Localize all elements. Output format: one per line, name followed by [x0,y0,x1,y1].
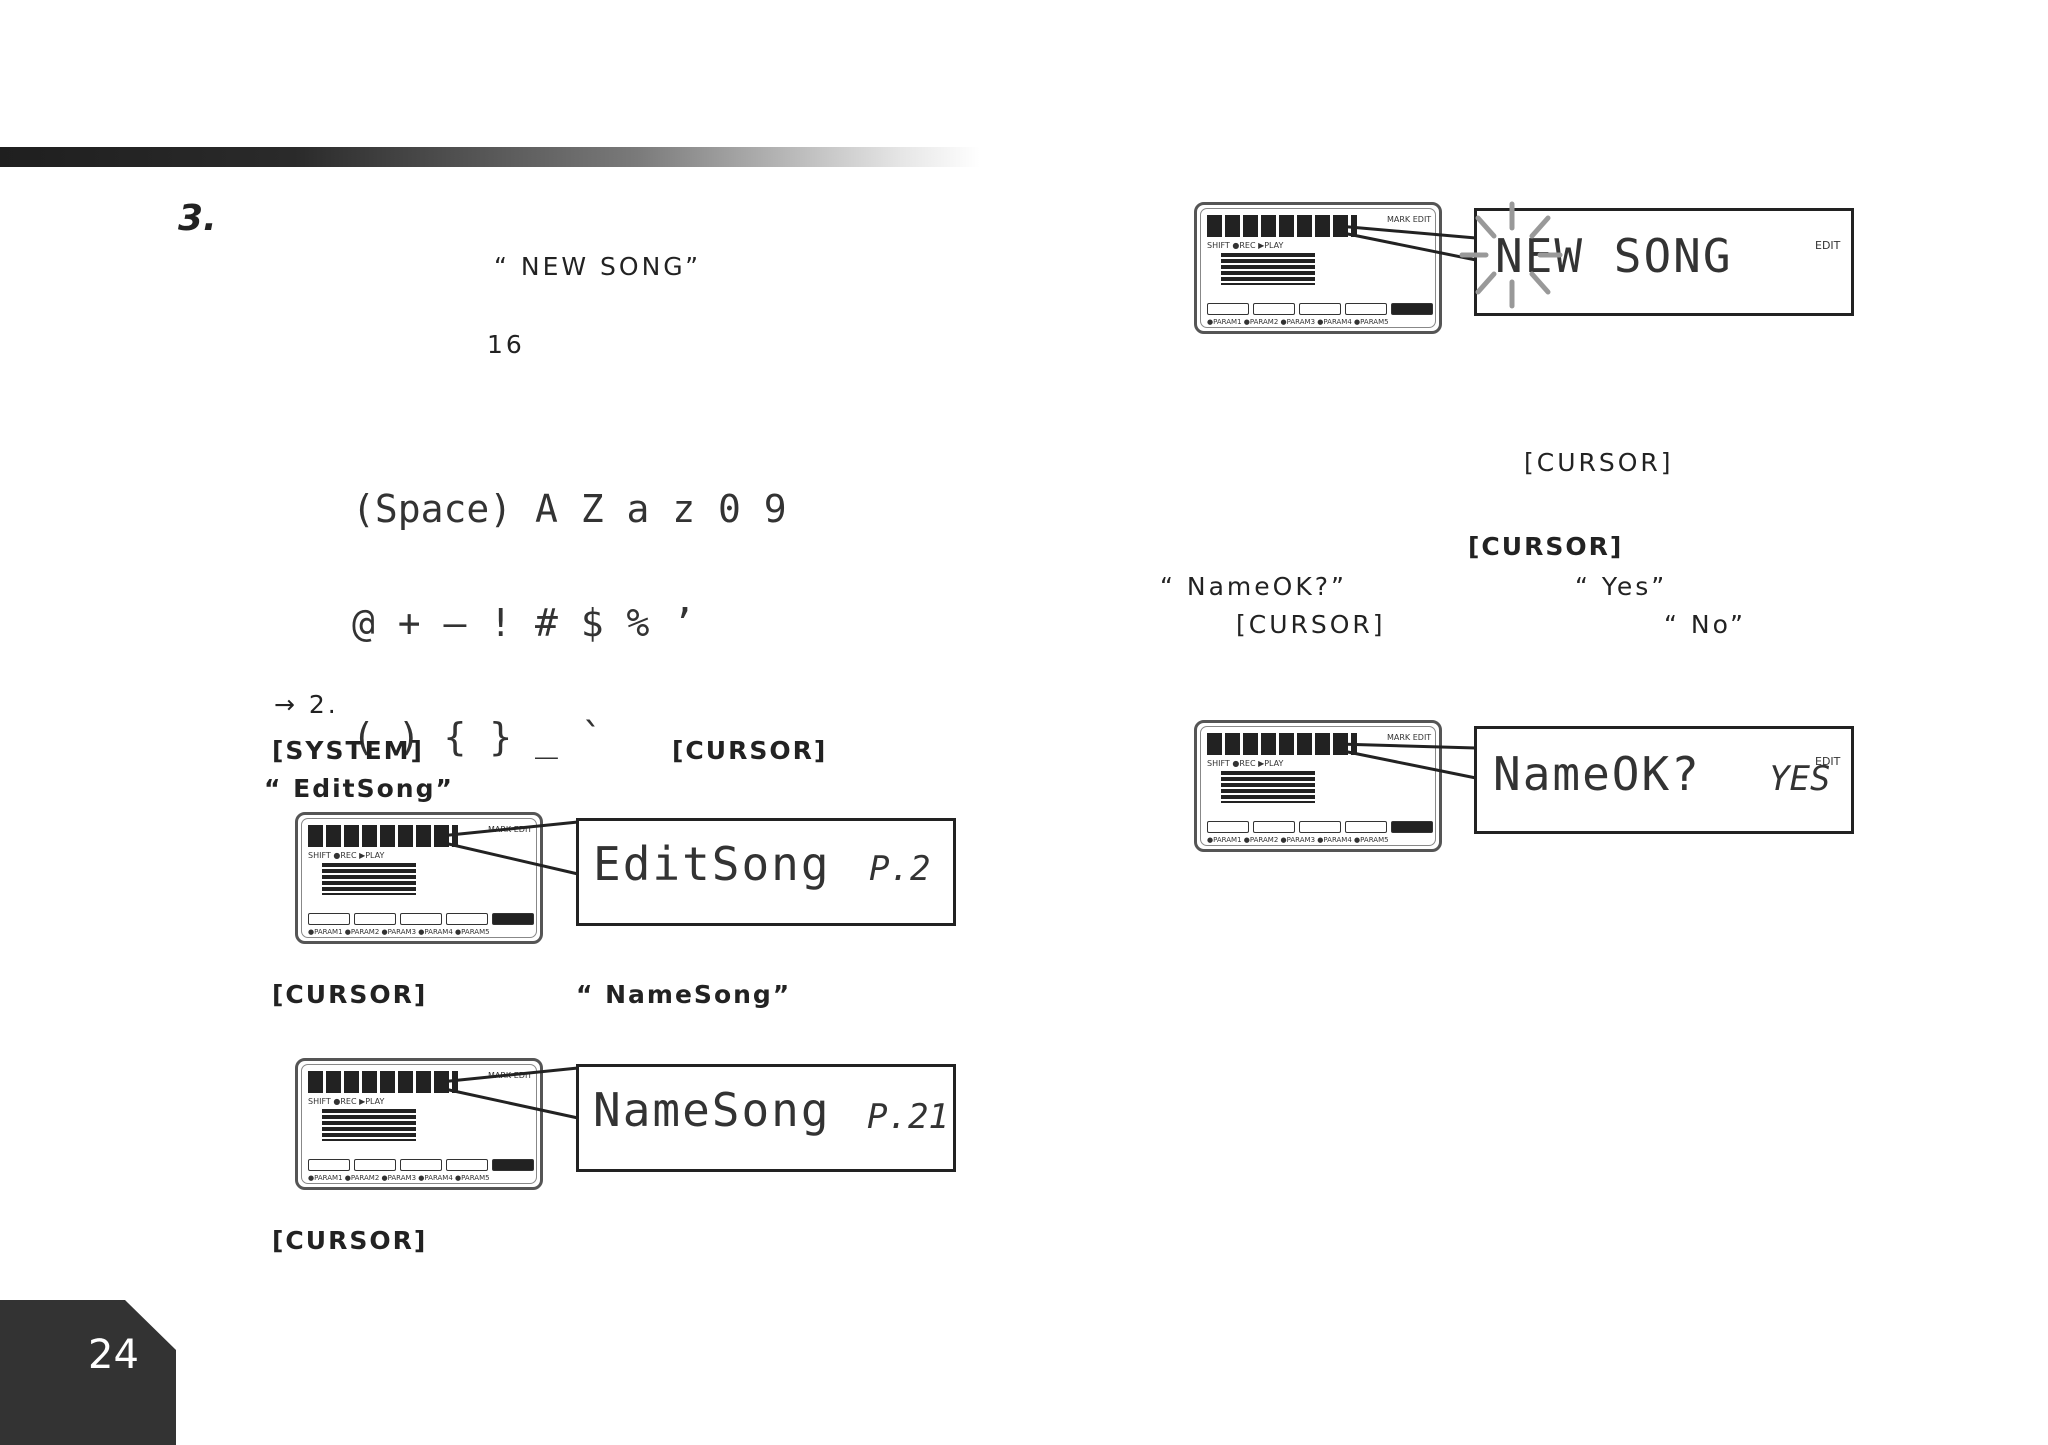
blink-burst-icon [1459,201,1563,309]
display-param-namesong: P.21 [867,1097,949,1137]
display-callout-editsong: EditSong P.2 [576,818,956,926]
lcd-panel-editsong: SHIFT ●REC ▶PLAY MARK EDIT ●PARAM1 ●PARA… [295,812,543,944]
display-param-editsong: P.2 [869,849,931,889]
connector-line-newsong-bottom [1337,230,1477,262]
cursor-key-label-3: [CURSOR] [272,1226,428,1255]
charset-row-3: ( ) { } _ ` [352,715,604,759]
display-edit-tag-nameok: EDIT [1815,755,1841,768]
display-text-nameok: NameOK? [1493,747,1701,801]
display-callout-newsong: NEW SONG EDIT [1474,208,1854,316]
cursor-key-label-c: [CURSOR] [1236,610,1386,639]
connector-line-nameok-top [1337,742,1477,750]
charset-row-2: @ + – ! # $ % ’ [352,601,696,645]
page-number: 24 [88,1332,139,1378]
header-gradient-bar [0,147,980,167]
new-song-label: “ NEW SONG” [494,252,702,281]
cursor-key-label-2: [CURSOR] [272,980,428,1009]
lcd-panel-nameok: SHIFT ●REC ▶PLAY MARK EDIT ●PARAM1 ●PARA… [1194,720,1442,852]
lcd-panel-namesong: SHIFT ●REC ▶PLAY MARK EDIT ●PARAM1 ●PARA… [295,1058,543,1190]
nameok-label: “ NameOK?” [1160,572,1347,601]
cursor-key-label-b: [CURSOR] [1468,532,1624,561]
lcd-panel-newsong: SHIFT ●REC ▶PLAY MARK EDIT ●PARAM1 ●PARA… [1194,202,1442,334]
cursor-key-label-a: [CURSOR] [1524,448,1674,477]
display-text-namesong: NameSong [593,1083,831,1137]
connector-line-namesong-top [439,1066,579,1084]
connector-line-newsong-top [1337,224,1477,240]
no-label: “ No” [1664,610,1746,639]
editsong-label: “ EditSong” [264,774,454,803]
display-edit-tag-newsong: EDIT [1815,239,1841,252]
connector-line-namesong-bottom [439,1086,579,1120]
namesong-label: “ NameSong” [576,980,792,1009]
display-text-editsong: EditSong [593,837,831,891]
connector-line-nameok-bottom [1337,748,1477,780]
connector-line-editsong-top [439,820,579,838]
arrow-reference: → 2. [274,690,339,719]
display-callout-namesong: NameSong P.21 [576,1064,956,1172]
charset-row-1: (Space) A Z a z 0 9 [352,487,787,531]
system-key-label: [SYSTEM] [272,736,424,765]
character-set: (Space) A Z a z 0 9 @ + – ! # $ % ’ ( ) … [352,414,787,794]
char-count: 16 [487,330,525,359]
cursor-key-label-1: [CURSOR] [672,736,828,765]
yes-label: “ Yes” [1575,572,1668,601]
step-number: 3. [178,198,217,239]
connector-line-editsong-bottom [439,840,579,876]
display-param-nameok: YES [1769,759,1831,799]
display-callout-nameok: NameOK? YES EDIT [1474,726,1854,834]
page-corner-tab [0,1300,176,1445]
